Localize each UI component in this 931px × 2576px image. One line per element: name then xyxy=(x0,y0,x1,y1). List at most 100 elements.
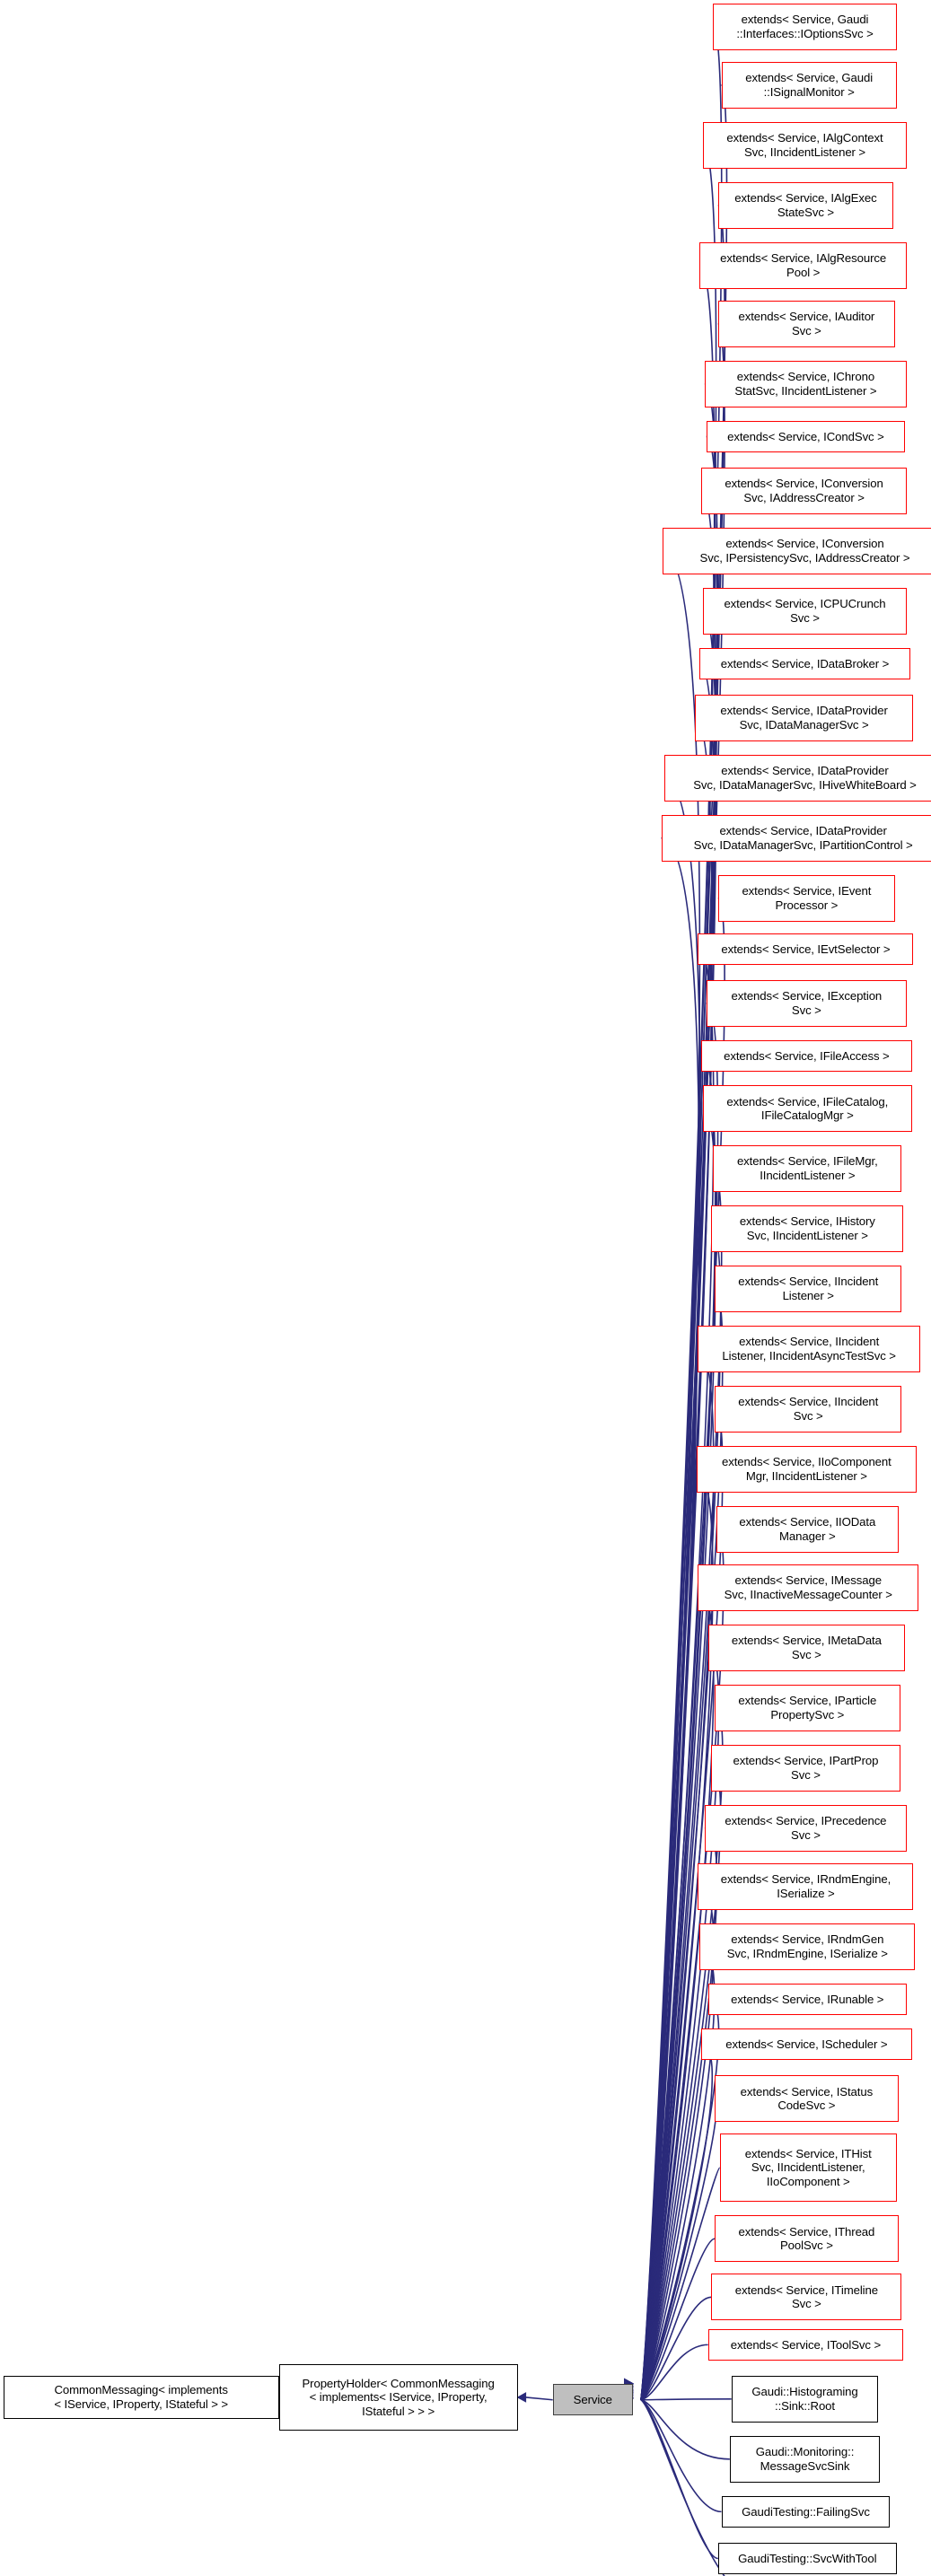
class-node-d35[interactable]: extends< Service, IRunable > xyxy=(707,1983,907,2015)
edge-service-d12 xyxy=(640,662,716,2400)
class-node-d36[interactable]: extends< Service, IScheduler > xyxy=(701,2028,912,2061)
class-node-service-label: Service xyxy=(573,2392,612,2406)
class-node-d43-label: Gaudi::Monitoring:: MessageSvcSink xyxy=(755,2445,855,2473)
class-node-common-messaging[interactable]: CommonMessaging< implements < IService, … xyxy=(3,2375,279,2420)
class-node-d20-label: extends< Service, IFileCatalog, IFileCat… xyxy=(726,1094,889,1123)
class-node-d43[interactable]: Gaudi::Monitoring:: MessageSvcSink xyxy=(729,2435,881,2483)
edge-service-d43 xyxy=(640,2398,730,2460)
class-node-service[interactable]: Service xyxy=(552,2384,633,2416)
class-node-d23[interactable]: extends< Service, IIncident Listener > xyxy=(715,1265,902,1312)
class-node-d34-label: extends< Service, IRndmGen Svc, IRndmEng… xyxy=(726,1932,888,1960)
class-node-d27-label: extends< Service, IIOData Manager > xyxy=(739,1515,876,1543)
class-node-property-holder[interactable]: PropertyHolder< CommonMessaging < implem… xyxy=(278,2363,518,2431)
class-node-d30[interactable]: extends< Service, IParticle PropertySvc … xyxy=(715,1684,900,1731)
class-node-d21-label: extends< Service, IFileMgr, IIncidentLis… xyxy=(736,1154,878,1182)
edge-service-d38 xyxy=(640,2167,721,2401)
class-node-d12[interactable]: extends< Service, IDataBroker > xyxy=(699,647,910,679)
class-node-d33-label: extends< Service, IRndmEngine, ISerializ… xyxy=(720,1872,891,1900)
class-node-d02[interactable]: extends< Service, Gaudi ::ISignalMonitor… xyxy=(721,61,897,109)
class-node-d13[interactable]: extends< Service, IDataProvider Svc, IDa… xyxy=(694,694,914,741)
class-node-d19[interactable]: extends< Service, IFileAccess > xyxy=(701,1039,912,1073)
class-node-d09[interactable]: extends< Service, IConversion Svc, IAddr… xyxy=(701,467,907,514)
class-node-d40-label: extends< Service, ITimeline Svc > xyxy=(734,2282,878,2311)
class-node-d05-label: extends< Service, IAlgResource Pool > xyxy=(720,251,887,279)
class-node-d29[interactable]: extends< Service, IMetaData Svc > xyxy=(707,1624,906,1671)
arrowhead-propertyholder xyxy=(516,2392,527,2403)
class-node-d23-label: extends< Service, IIncident Listener > xyxy=(738,1275,879,1302)
edge-service-d19 xyxy=(640,1055,716,2400)
edge-service-d40 xyxy=(640,2296,712,2401)
class-node-d27[interactable]: extends< Service, IIOData Manager > xyxy=(716,1505,899,1553)
class-node-d35-label: extends< Service, IRunable > xyxy=(731,1992,884,2006)
edge-service-d41 xyxy=(640,2344,708,2401)
class-node-d26-label: extends< Service, IIoComponent Mgr, IInc… xyxy=(722,1455,891,1483)
class-node-d25[interactable]: extends< Service, IIncident Svc > xyxy=(715,1385,902,1433)
class-node-d29-label: extends< Service, IMetaData Svc > xyxy=(731,1634,882,1661)
class-node-d20[interactable]: extends< Service, IFileCatalog, IFileCat… xyxy=(703,1085,912,1133)
class-node-d41[interactable]: extends< Service, IToolSvc > xyxy=(707,2328,904,2361)
class-node-d06-label: extends< Service, IAuditor Svc > xyxy=(738,310,875,337)
class-node-d32[interactable]: extends< Service, IPrecedence Svc > xyxy=(704,1804,907,1852)
class-node-d24[interactable]: extends< Service, IIncident Listener, II… xyxy=(698,1325,920,1372)
class-node-d03-label: extends< Service, IAlgContext Svc, IInci… xyxy=(726,131,883,159)
class-node-d01[interactable]: extends< Service, Gaudi ::Interfaces::IO… xyxy=(713,3,897,50)
class-node-d34[interactable]: extends< Service, IRndmGen Svc, IRndmEng… xyxy=(699,1923,916,1970)
class-node-d02-label: extends< Service, Gaudi ::ISignalMonitor… xyxy=(745,71,874,99)
edge-service-d11 xyxy=(640,609,717,2400)
class-node-d04-label: extends< Service, IAlgExec StateSvc > xyxy=(734,191,877,219)
edge-service-d37 xyxy=(640,2098,718,2401)
edge-service-d34 xyxy=(640,1945,716,2401)
class-node-d10[interactable]: extends< Service, IConversion Svc, IPers… xyxy=(663,527,931,574)
class-node-d01-label: extends< Service, Gaudi ::Interfaces::IO… xyxy=(736,13,874,40)
class-node-d04[interactable]: extends< Service, IAlgExec StateSvc > xyxy=(717,181,894,229)
class-node-d10-label: extends< Service, IConversion Svc, IPers… xyxy=(699,537,910,565)
class-node-d39[interactable]: extends< Service, IThread PoolSvc > xyxy=(715,2215,899,2263)
class-node-d28-label: extends< Service, IMessage Svc, IInactiv… xyxy=(724,1573,892,1601)
class-node-d31[interactable]: extends< Service, IPartProp Svc > xyxy=(711,1744,900,1792)
edge-service-d42 xyxy=(640,2398,732,2401)
class-node-d21[interactable]: extends< Service, IFileMgr, IIncidentLis… xyxy=(713,1144,902,1193)
class-node-d06[interactable]: extends< Service, IAuditor Svc > xyxy=(717,300,895,347)
class-node-d45[interactable]: GaudiTesting::SvcWithTool xyxy=(717,2542,897,2575)
class-node-d24-label: extends< Service, IIncident Listener, II… xyxy=(722,1335,896,1362)
class-node-d30-label: extends< Service, IParticle PropertySvc … xyxy=(738,1694,877,1722)
class-node-d42[interactable]: Gaudi::Histograming ::Sink::Root xyxy=(731,2375,879,2423)
class-node-d17-label: extends< Service, IEvtSelector > xyxy=(721,942,891,956)
class-node-d03[interactable]: extends< Service, IAlgContext Svc, IInci… xyxy=(703,121,907,169)
class-node-d14[interactable]: extends< Service, IDataProvider Svc, IDa… xyxy=(664,754,931,802)
class-node-d12-label: extends< Service, IDataBroker > xyxy=(720,656,890,670)
class-node-d33[interactable]: extends< Service, IRndmEngine, ISerializ… xyxy=(698,1862,914,1910)
class-node-d08[interactable]: extends< Service, ICondSvc > xyxy=(706,420,906,453)
class-node-d11-label: extends< Service, ICPUCrunch Svc > xyxy=(724,597,886,625)
class-node-d18[interactable]: extends< Service, IException Svc > xyxy=(706,979,907,1027)
class-node-d38-label: extends< Service, ITHist Svc, IIncidentL… xyxy=(744,2146,872,2188)
class-node-d16-label: extends< Service, IEvent Processor > xyxy=(742,884,872,912)
class-node-d42-label: Gaudi::Histograming ::Sink::Root xyxy=(751,2385,858,2413)
edge-service-d32 xyxy=(640,1827,718,2401)
class-node-d08-label: extends< Service, ICondSvc > xyxy=(727,429,884,443)
class-node-property-holder-label: PropertyHolder< CommonMessaging < implem… xyxy=(302,2376,495,2418)
class-node-d05[interactable]: extends< Service, IAlgResource Pool > xyxy=(699,241,907,289)
class-node-d17[interactable]: extends< Service, IEvtSelector > xyxy=(698,933,914,966)
class-node-d15[interactable]: extends< Service, IDataProvider Svc, IDa… xyxy=(661,814,931,862)
class-node-d39-label: extends< Service, IThread PoolSvc > xyxy=(738,2224,875,2253)
class-node-d28[interactable]: extends< Service, IMessage Svc, IInactiv… xyxy=(698,1564,918,1611)
edge-service-d45 xyxy=(640,2399,719,2560)
class-node-d11[interactable]: extends< Service, ICPUCrunch Svc > xyxy=(703,587,907,635)
class-node-d26[interactable]: extends< Service, IIoComponent Mgr, IInc… xyxy=(696,1445,918,1493)
class-node-d22-label: extends< Service, IHistory Svc, IInciden… xyxy=(739,1214,875,1242)
edge-service-d29 xyxy=(640,1647,720,2401)
class-node-d22[interactable]: extends< Service, IHistory Svc, IInciden… xyxy=(711,1205,904,1252)
class-node-d16[interactable]: extends< Service, IEvent Processor > xyxy=(717,874,895,922)
class-node-d40[interactable]: extends< Service, ITimeline Svc > xyxy=(711,2274,902,2321)
class-node-d44[interactable]: GaudiTesting::FailingSvc xyxy=(721,2495,891,2528)
edge-service-d44 xyxy=(640,2399,722,2513)
class-node-d15-label: extends< Service, IDataProvider Svc, IDa… xyxy=(693,824,913,852)
class-node-d36-label: extends< Service, IScheduler > xyxy=(725,2037,888,2051)
class-node-d07[interactable]: extends< Service, IChrono StatSvc, IInci… xyxy=(704,360,907,407)
class-node-d18-label: extends< Service, IException Svc > xyxy=(731,989,883,1017)
class-node-d38[interactable]: extends< Service, ITHist Svc, IIncidentL… xyxy=(719,2134,897,2203)
edge-service-d17 xyxy=(640,948,715,2400)
class-node-d37[interactable]: extends< Service, IStatus CodeSvc > xyxy=(715,2074,899,2123)
